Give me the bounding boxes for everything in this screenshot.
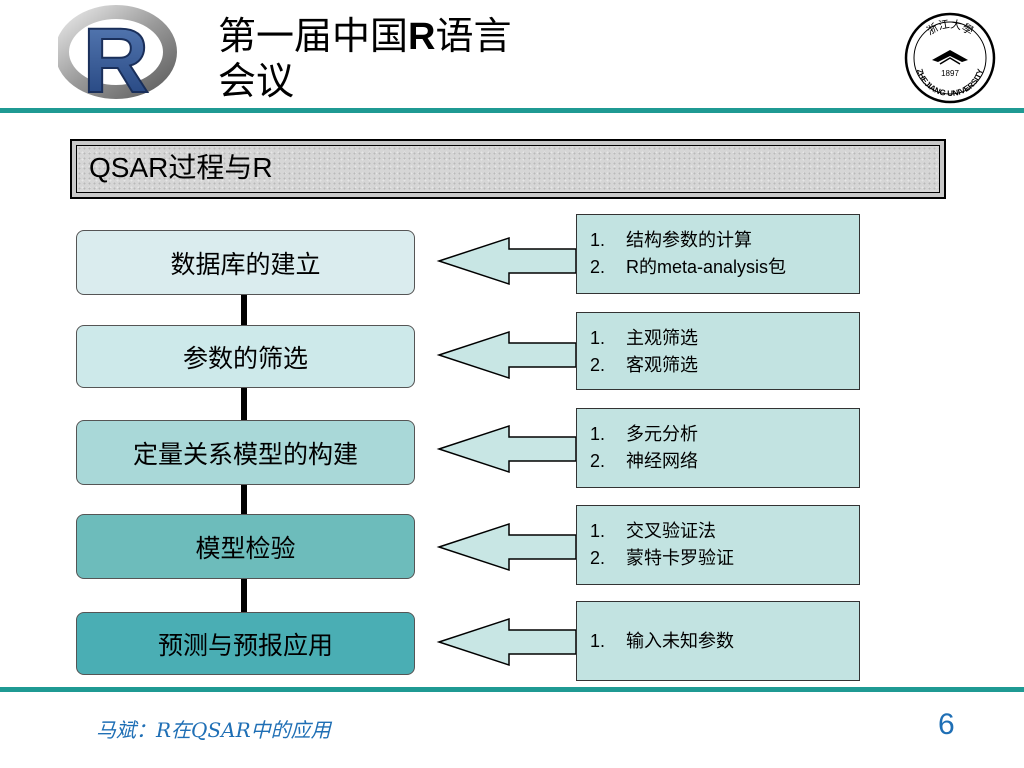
step-label: 数据库的建立 <box>170 249 321 279</box>
detail-box-prediction: 1.输入未知参数 <box>576 601 860 681</box>
left-arrow-icon <box>436 330 577 380</box>
conference-title-r: R <box>408 16 436 58</box>
header-divider <box>0 108 1024 113</box>
step-model-building: 定量关系模型的构建 <box>76 420 415 485</box>
r-logo-icon: R <box>58 5 177 104</box>
list-item: 1.交叉验证法 <box>590 521 716 542</box>
footer-author: 马斌：R在QSAR中的应用 <box>96 718 331 742</box>
step-parameter-screening: 参数的筛选 <box>76 325 415 388</box>
step-database-construction: 数据库的建立 <box>76 230 415 295</box>
list-item: 2.客观筛选 <box>590 355 698 376</box>
conference-title-line2: 会议 <box>218 59 295 103</box>
detail-box-screening: 1.主观筛选 2.客观筛选 <box>576 312 860 390</box>
list-item: 2.神经网络 <box>590 451 698 472</box>
list-item: 2.R的meta-analysis包 <box>590 257 787 277</box>
conference-title-part1: 第一届中国 <box>218 14 409 58</box>
list-item: 2.蒙特卡罗验证 <box>590 548 734 569</box>
left-arrow-icon <box>436 236 577 286</box>
step-model-validation: 模型检验 <box>76 514 415 579</box>
zhejiang-university-seal-icon: 浙江大學 ZHEJIANG UNIVERSITY 1897 <box>904 12 996 104</box>
step-label: 预测与预报应用 <box>157 630 333 660</box>
seal-year: 1897 <box>941 69 959 78</box>
list-item: 1.结构参数的计算 <box>590 230 752 251</box>
step-prediction-application: 预测与预报应用 <box>76 612 415 675</box>
page-number: 6 <box>938 708 955 741</box>
step-label: 定量关系模型的构建 <box>132 439 358 469</box>
list-item: 1.输入未知参数 <box>590 631 734 652</box>
conference-title-part2: 语言 <box>435 14 512 58</box>
detail-box-validation: 1.交叉验证法 2.蒙特卡罗验证 <box>576 505 860 585</box>
left-arrow-icon <box>436 424 577 474</box>
step-label: 参数的筛选 <box>182 343 308 373</box>
detail-box-modeling: 1.多元分析 2.神经网络 <box>576 408 860 488</box>
conference-title: 第一届中国R语言 会议 <box>218 14 578 103</box>
left-arrow-icon <box>436 617 577 667</box>
svg-text:R: R <box>83 10 149 104</box>
list-item: 1.主观筛选 <box>590 328 698 349</box>
list-item: 1.多元分析 <box>590 424 698 445</box>
step-label: 模型检验 <box>195 533 296 563</box>
left-arrow-icon <box>436 522 577 572</box>
section-title: QSAR过程与R <box>76 145 940 193</box>
detail-box-database: 1.结构参数的计算 2.R的meta-analysis包 <box>576 214 860 294</box>
section-banner: QSAR过程与R <box>70 139 946 199</box>
footer-divider <box>0 687 1024 692</box>
